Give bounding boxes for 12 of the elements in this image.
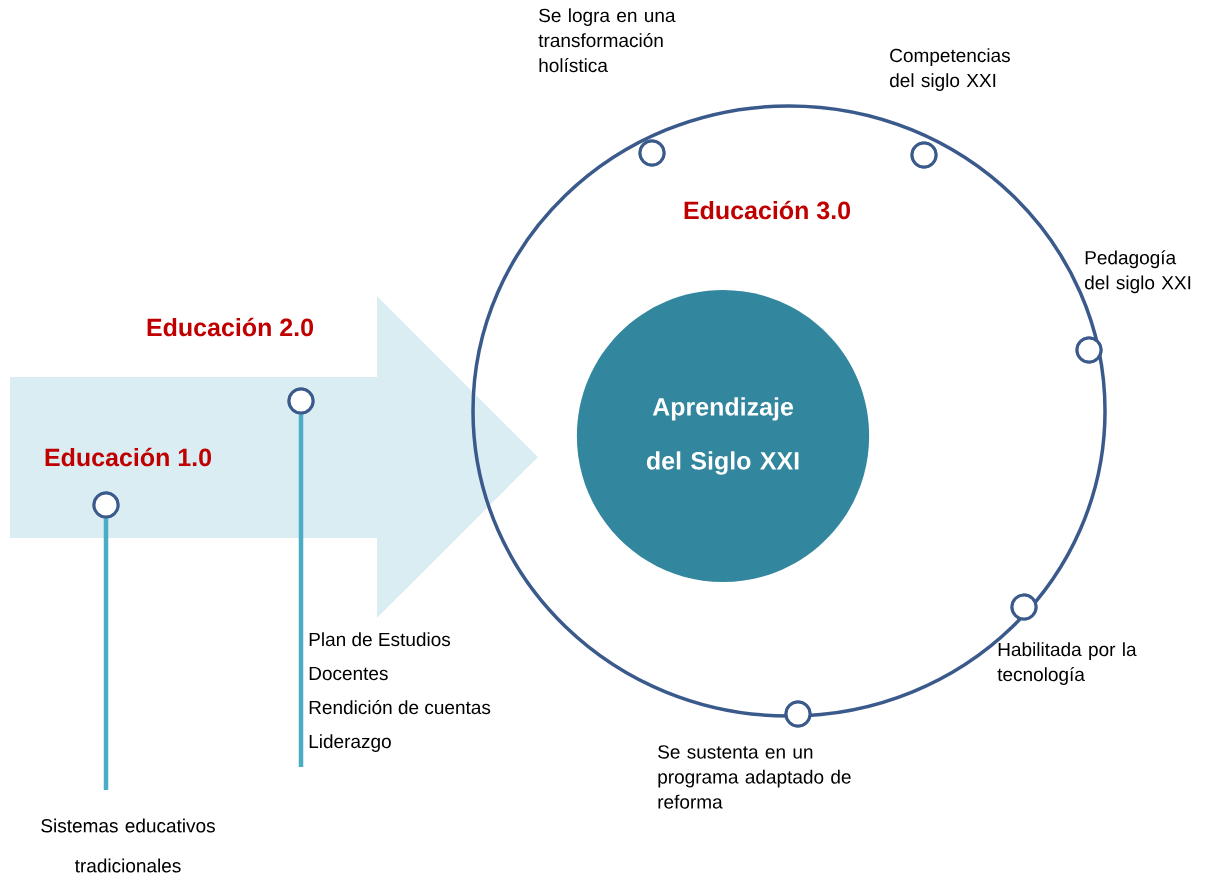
item-label: Se logra en una transformación holística (538, 8, 676, 73)
item-list: Plan de Estudios Docentes Rendición de cuentas Liderazgo (309, 632, 491, 752)
item-label: Pedagogía del siglo XXI (1085, 250, 1191, 294)
ring-title: Educación 3.0 (684, 200, 851, 220)
item-label: Sistemas educativos tradicionales (41, 818, 215, 873)
stage-title: Educación 2.0 (147, 317, 313, 337)
stage-title: Educación 1.0 (45, 447, 211, 467)
leader-line (103, 518, 109, 790)
leader-line (298, 414, 304, 768)
item-label: Se sustenta en un programa adaptado de reforma (658, 745, 851, 809)
item-label: Competencias del siglo XXI (890, 48, 1010, 91)
item-label: Habilitada por la tecnología (997, 642, 1137, 685)
